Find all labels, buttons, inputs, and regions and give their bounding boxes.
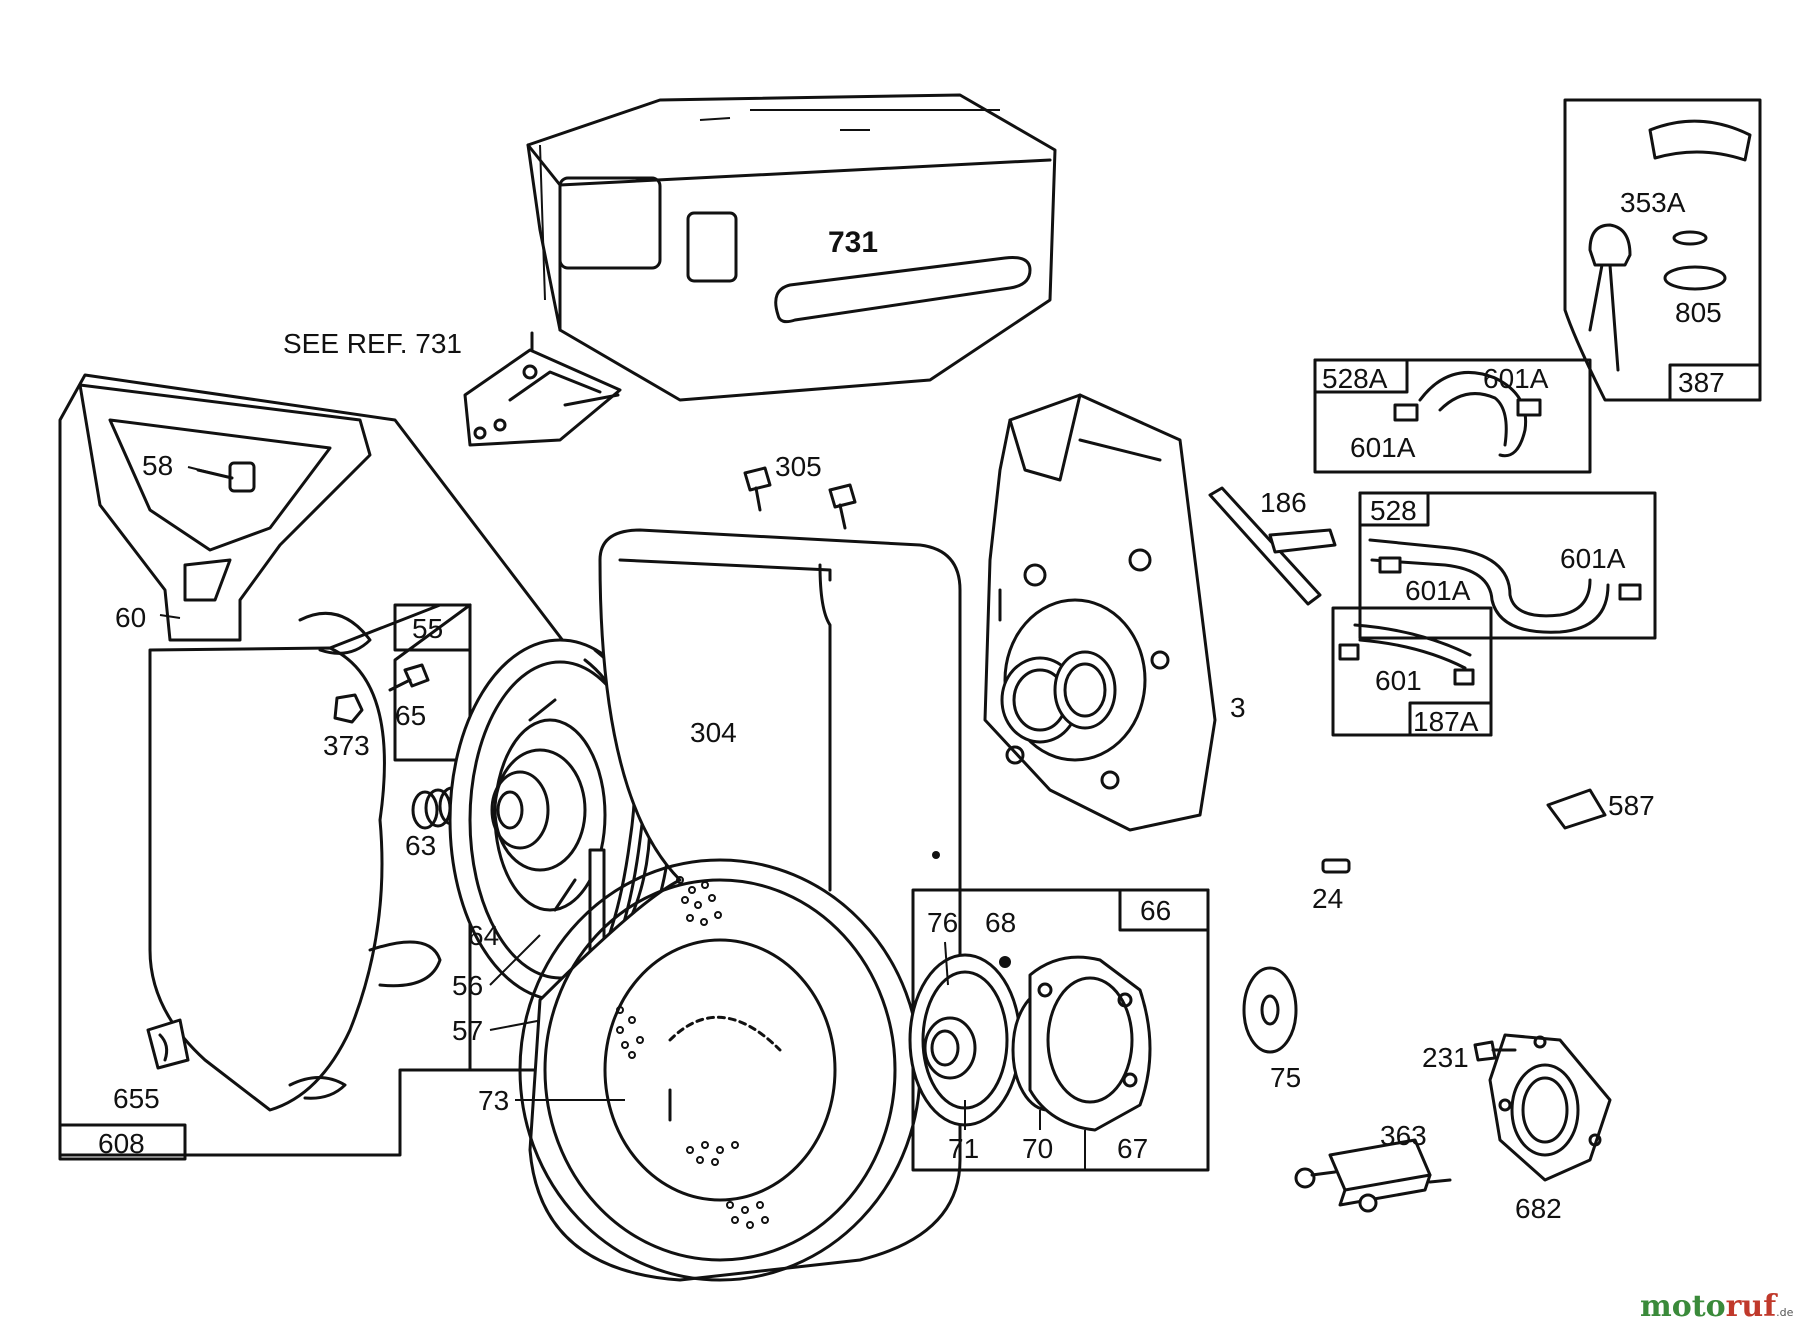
label-see-ref-731: SEE REF. 731 [283,328,462,359]
leader-60 [159,614,181,619]
label-67: 67 [1117,1133,1148,1164]
box-528-hose [1358,491,1657,640]
bracket-part [463,331,622,447]
watermark-part2: ruf [1726,1289,1779,1324]
label-63: 63 [405,830,436,861]
label-75: 75 [1270,1062,1301,1093]
label-353A: 353A [1620,187,1686,218]
label-71: 71 [948,1133,979,1164]
label-373: 373 [323,730,370,761]
group-55-lines [393,603,472,762]
box-187A-hose [1331,606,1493,737]
label-528A: 528A [1322,363,1388,394]
label-601A-1: 601A [1483,363,1549,394]
label-805: 805 [1675,297,1722,328]
label-387: 387 [1678,367,1725,398]
label-70: 70 [1022,1133,1053,1164]
box-55 [393,603,472,652]
leader-76 [944,941,949,986]
label-57: 57 [452,1015,483,1046]
part-75-washer [1242,966,1298,1054]
label-601A-4: 601A [1560,543,1626,574]
box-608 [58,1123,187,1161]
label-66: 66 [1140,895,1171,926]
label-60: 60 [115,602,146,633]
svg-text:motoruf.de: motoruf.de [1640,1289,1794,1324]
label-58: 58 [142,450,173,481]
watermark-suffix: .de [1776,1306,1793,1319]
part-3-crankcase-cover [983,393,1217,832]
label-304: 304 [690,717,737,748]
label-601: 601 [1375,665,1422,696]
label-68: 68 [985,907,1016,938]
part-363-block [1294,1138,1452,1213]
part-65-bolt [388,663,430,692]
label-231: 231 [1422,1042,1469,1073]
label-24: 24 [1312,883,1343,914]
leader-56 [489,934,541,986]
label-65: 65 [395,700,426,731]
watermark-logo: motoruf.de [1640,1289,1794,1324]
label-73: 73 [478,1085,509,1116]
part-304-blower-housing [518,466,962,1282]
part-682-plate [1473,1033,1612,1182]
label-305: 305 [775,451,822,482]
part-373-nut [333,693,364,724]
label-608: 608 [98,1128,145,1159]
label-363: 363 [1380,1120,1427,1151]
label-64: 64 [468,920,499,951]
label-3: 3 [1230,692,1246,723]
part-24-key [1321,858,1351,874]
label-601A-2: 601A [1350,432,1416,463]
label-76: 76 [927,907,958,938]
label-587: 587 [1608,790,1655,821]
part-587-clip [1546,788,1607,830]
label-655: 655 [113,1083,160,1114]
box-528A-hose [1313,358,1592,474]
label-55: 55 [412,613,443,644]
part-186-breather-tube [1208,486,1337,606]
vent-holes [616,876,769,1229]
leader-58 [187,466,233,479]
label-682: 682 [1515,1193,1562,1224]
watermark-part1: moto [1640,1289,1726,1324]
label-186: 186 [1260,487,1307,518]
box-387-dipstick [1563,98,1762,402]
label-187A: 187A [1413,706,1479,737]
label-528: 528 [1370,495,1417,526]
label-56: 56 [452,970,483,1001]
label-601A-3: 601A [1405,575,1471,606]
label-731: 731 [828,226,878,259]
part-731-shroud [526,93,1057,402]
